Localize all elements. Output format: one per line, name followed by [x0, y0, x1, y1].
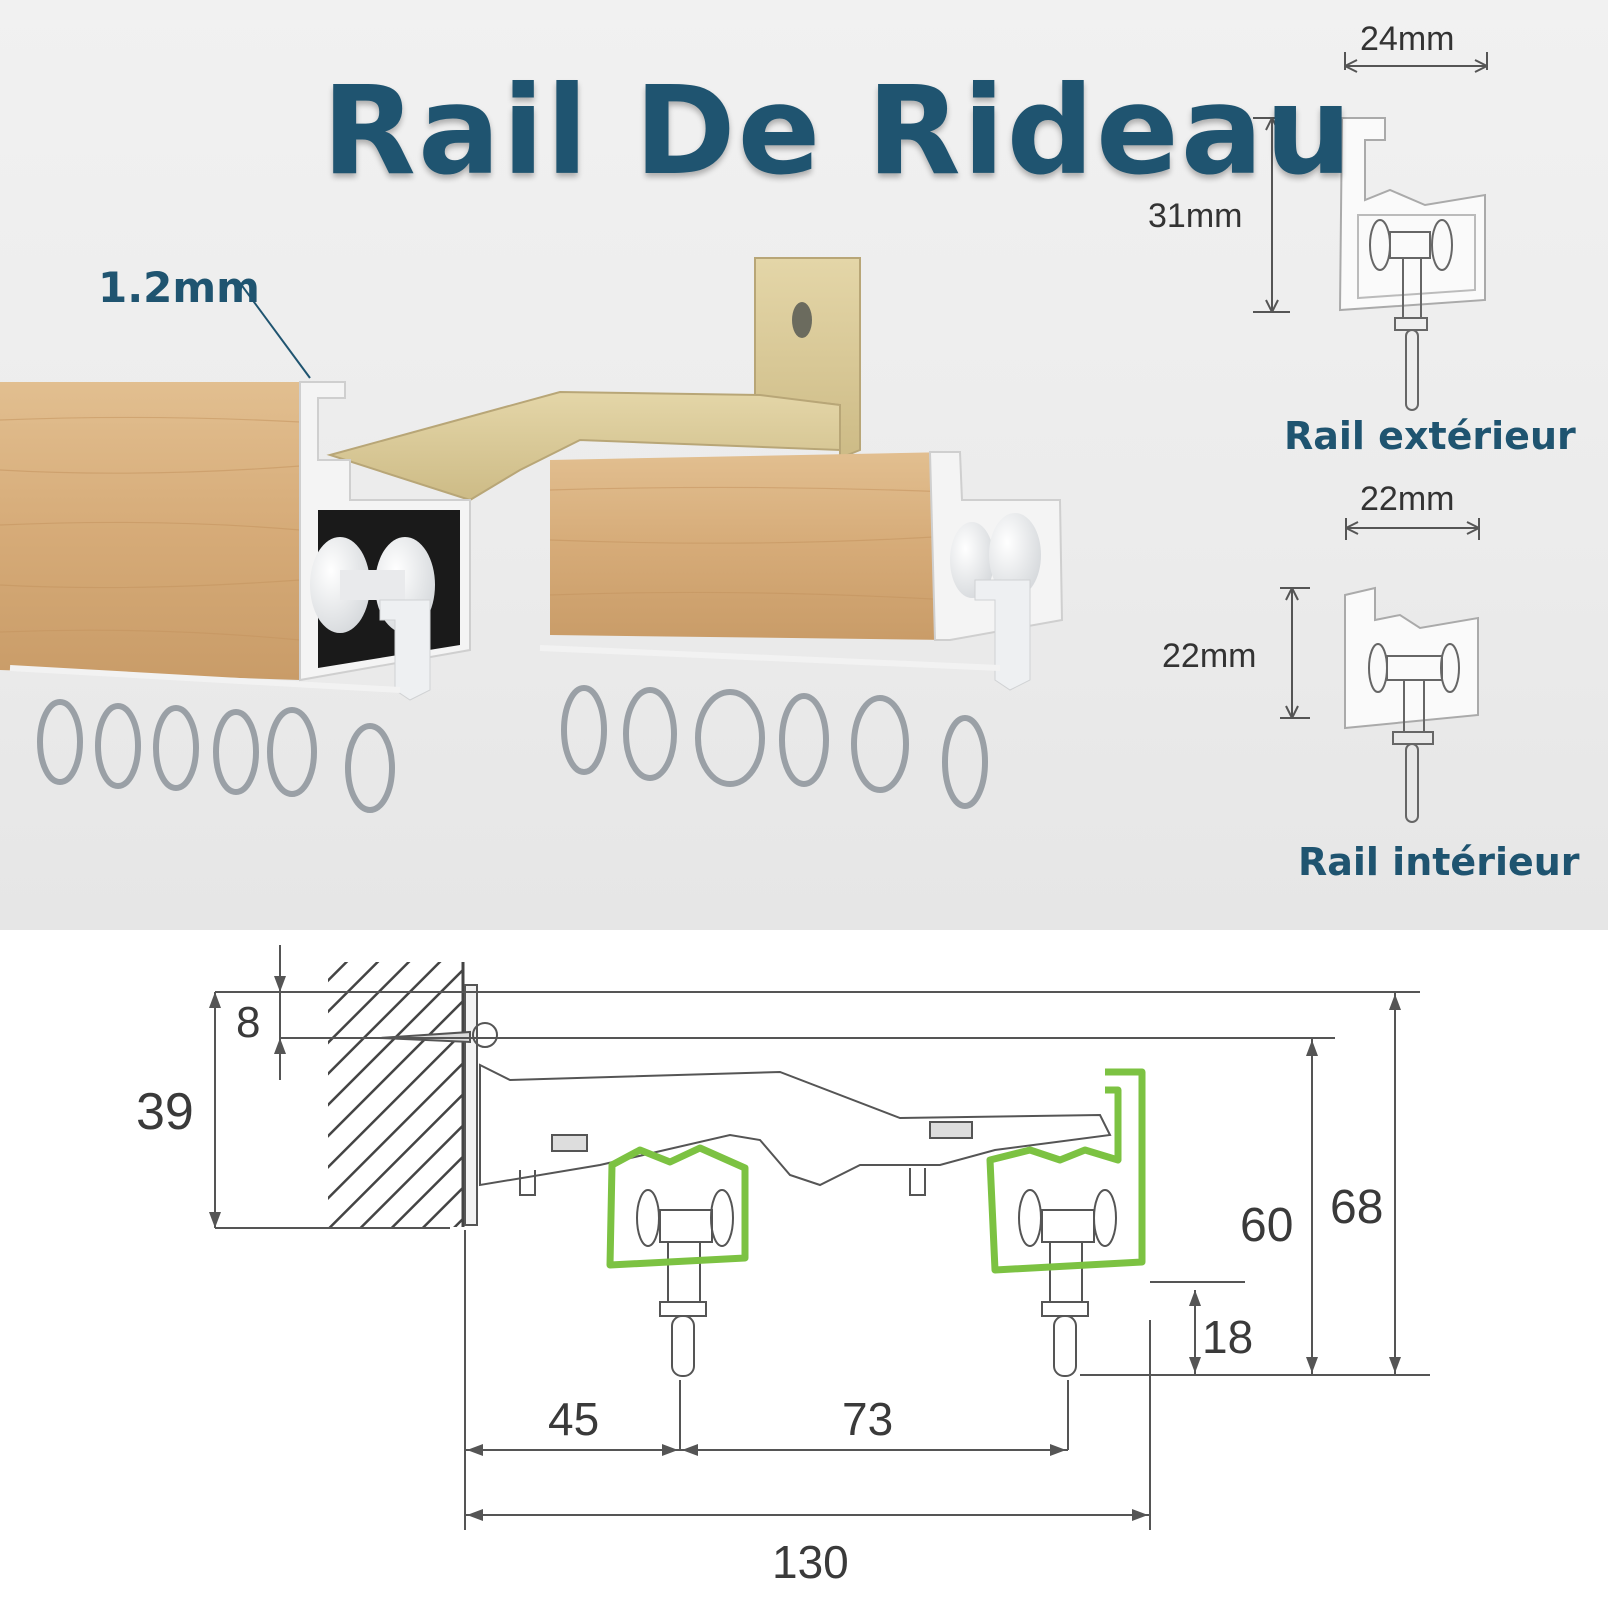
dimension-arrows [209, 976, 1401, 1521]
inner-rail-height-label: 22mm [1162, 637, 1257, 675]
thickness-label: 1.2mm [98, 263, 260, 312]
drawing-linework [214, 945, 1430, 1530]
dim-bracket-height: 39 [136, 1083, 194, 1141]
rail-profile-highlights [606, 1068, 1146, 1274]
inner-rail-width-label: 22mm [1360, 480, 1455, 518]
dim-hook-drop: 18 [1202, 1311, 1254, 1363]
rail-photo-illustration [0, 52, 1488, 823]
technical-drawing-panel [0, 930, 1608, 1608]
page-title: Rail De Rideau [322, 60, 1354, 202]
left-hook-gliders [9, 665, 401, 813]
outer-rail-height-label: 31mm [1148, 197, 1243, 235]
wall-hatch [328, 962, 463, 1227]
dim-rail-spacing: 73 [842, 1393, 894, 1445]
dim-total-height: 68 [1330, 1181, 1384, 1234]
right-hook-gliders [539, 645, 1001, 809]
dim-first-rail: 45 [548, 1393, 600, 1445]
dim-inner-outer-height: 60 [1240, 1199, 1294, 1252]
dim-total-depth: 130 [772, 1536, 849, 1588]
mounting-bracket [326, 257, 861, 502]
inner-rail-label: Rail intérieur [1298, 840, 1580, 884]
outer-rail-label: Rail extérieur [1284, 414, 1576, 458]
outer-rail-section [1253, 52, 1488, 411]
outer-rail-photo [0, 381, 471, 701]
inner-rail-photo [549, 451, 1064, 691]
inner-rail-section [1280, 518, 1480, 823]
thickness-leader-line [239, 282, 311, 379]
outer-rail-width-label: 24mm [1360, 20, 1455, 58]
dim-top-offset: 8 [236, 998, 261, 1047]
